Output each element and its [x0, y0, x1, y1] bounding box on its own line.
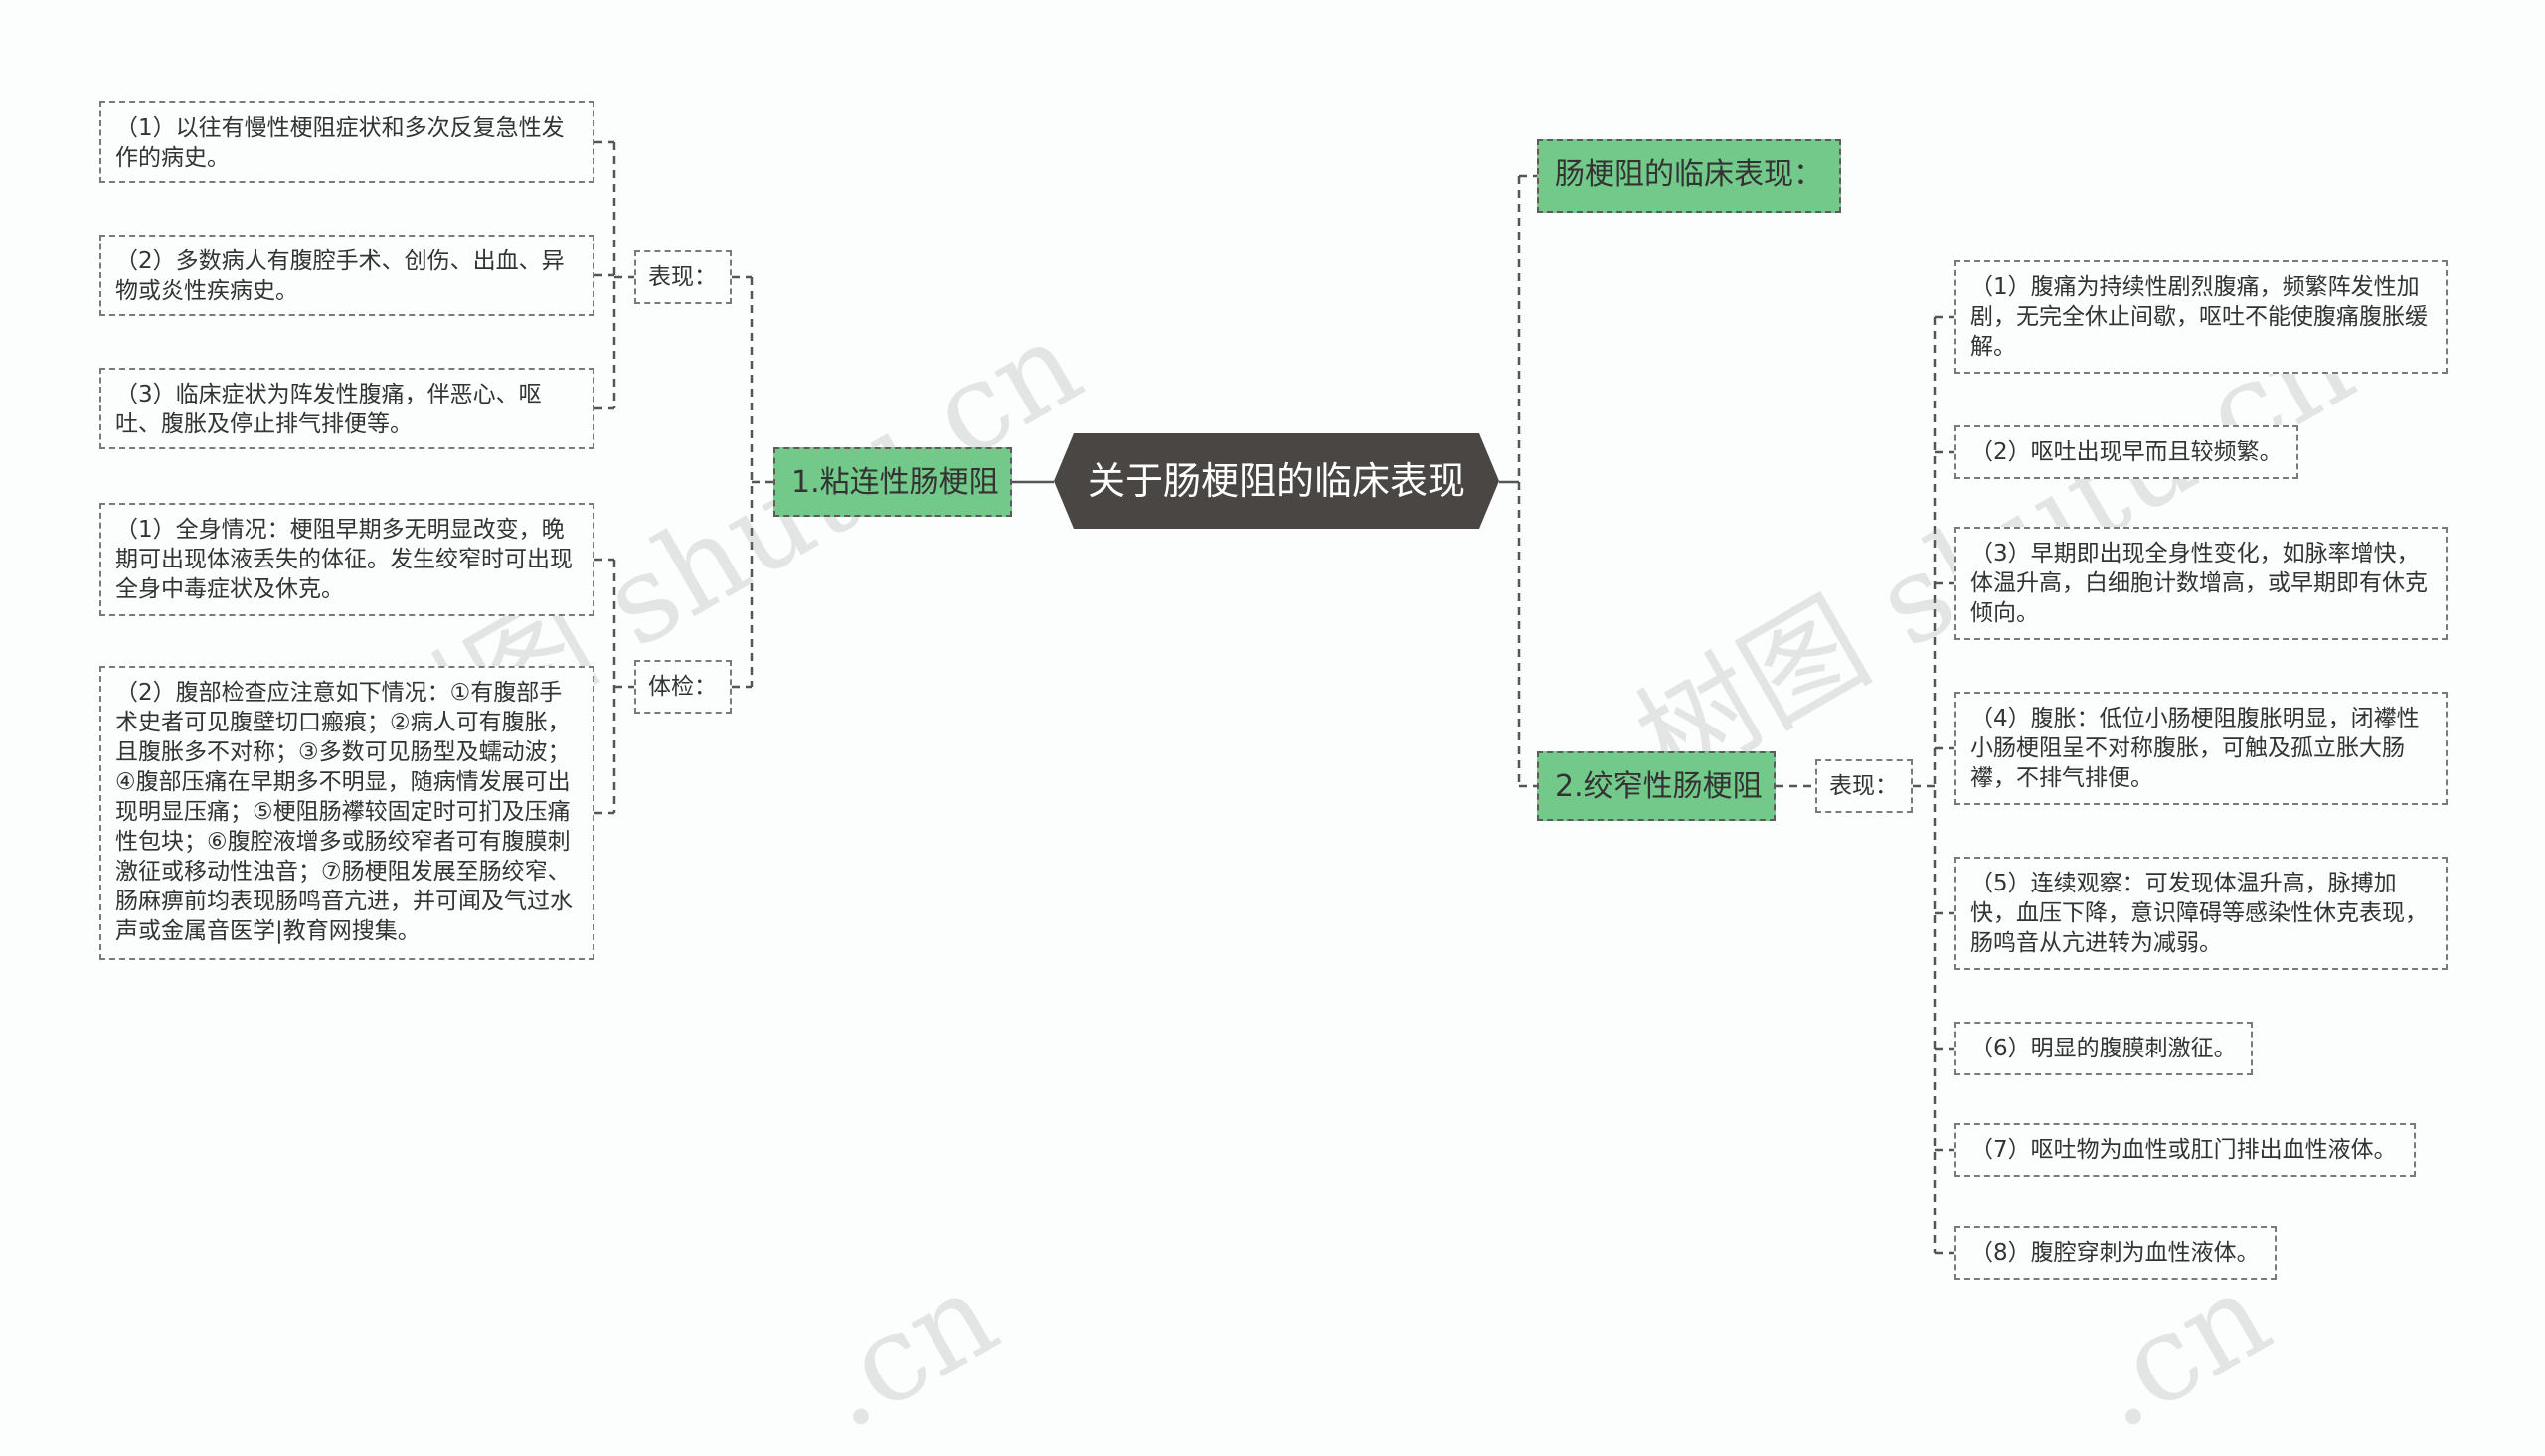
leaf-exam-item[interactable]: （2）腹部检查应注意如下情况：①有腹部手术史者可见腹壁切口瘢痕；②病人可有腹胀，…: [99, 666, 594, 960]
mind-map-canvas: 树图 shutu.cn 树图 shutu.cn .cn .cn 关于肠梗阻的临床…: [99, 101, 2448, 1456]
label-manifestation-right[interactable]: 表现：: [1815, 759, 1913, 813]
heading-clinical-manifestation[interactable]: 肠梗阻的临床表现：: [1537, 139, 1841, 213]
connector-lines: [594, 140, 1954, 1255]
leaf-exam-item[interactable]: （1）全身情况：梗阻早期多无明显改变，晚期可出现体液丢失的体征。发生绞窄时可出现…: [99, 503, 594, 616]
leaf-symptom-item[interactable]: （1）腹痛为持续性剧烈腹痛，频繁阵发性加剧，无完全休止间歇，呕吐不能使腹痛腹胀缓…: [1954, 260, 2448, 374]
leaf-history-item[interactable]: （3）临床症状为阵发性腹痛，伴恶心、呕吐、腹胀及停止排气排便等。: [99, 368, 594, 449]
leaf-history-item[interactable]: （2）多数病人有腹腔手术、创伤、出血、异物或炎性疾病史。: [99, 235, 594, 316]
root-topic[interactable]: 关于肠梗阻的临床表现: [1054, 433, 1499, 529]
leaf-symptom-item[interactable]: （2）呕吐出现早而且较频繁。: [1954, 425, 2298, 479]
branch-adhesive-obstruction[interactable]: 1.粘连性肠梗阻: [773, 447, 1012, 517]
leaf-symptom-item[interactable]: （3）早期即出现全身性变化，如脉率增快，体温升高，白细胞计数增高，或早期即有休克…: [1954, 527, 2448, 640]
branch-strangulated-obstruction[interactable]: 2.绞窄性肠梗阻: [1537, 751, 1776, 821]
leaf-history-item[interactable]: （1）以往有慢性梗阻症状和多次反复急性发作的病史。: [99, 101, 594, 183]
leaf-symptom-item[interactable]: （7）呕吐物为血性或肛门排出血性液体。: [1954, 1123, 2416, 1177]
label-physical-exam[interactable]: 体检：: [634, 660, 732, 714]
leaf-symptom-item[interactable]: （6）明显的腹膜刺激征。: [1954, 1022, 2253, 1075]
leaf-symptom-item[interactable]: （8）腹腔穿刺为血性液体。: [1954, 1226, 2277, 1280]
leaf-symptom-item[interactable]: （4）腹胀：低位小肠梗阻腹胀明显，闭襻性小肠梗阻呈不对称腹胀，可触及孤立胀大肠襻…: [1954, 692, 2448, 805]
leaf-symptom-item[interactable]: （5）连续观察：可发现体温升高，脉搏加快，血压下降，意识障碍等感染性休克表现，肠…: [1954, 857, 2448, 970]
label-manifestation-left[interactable]: 表现：: [634, 250, 732, 304]
